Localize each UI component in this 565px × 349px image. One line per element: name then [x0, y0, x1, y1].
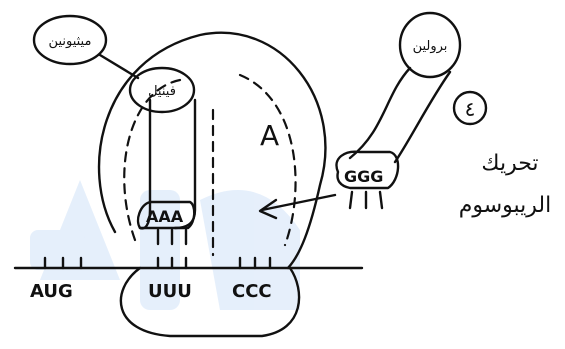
step-number: ٤: [465, 97, 476, 121]
step-caption-line2: الريبوسوم: [459, 193, 552, 218]
incoming-trna-stem-left: [350, 68, 410, 158]
anticodon-ggg: GGG: [344, 167, 383, 186]
peptide-bond-link: [100, 55, 138, 78]
anticodon-ticks-incoming: [350, 192, 382, 208]
codon-uuu: UUU: [148, 281, 192, 302]
attached-amino-acid-label: فينيل: [148, 84, 176, 99]
site-a-label: A: [260, 119, 279, 152]
codon-ccc: CCC: [232, 281, 272, 302]
incoming-trna-stem-right: [395, 72, 450, 162]
detached-amino-acid-label: ميثيونين: [49, 34, 92, 49]
anticodon-aaa: AAA: [146, 207, 184, 226]
codon-aug: AUG: [30, 281, 73, 302]
step-caption-line1: تحريك: [481, 151, 538, 176]
incoming-amino-acid-label: برولين: [413, 39, 448, 54]
